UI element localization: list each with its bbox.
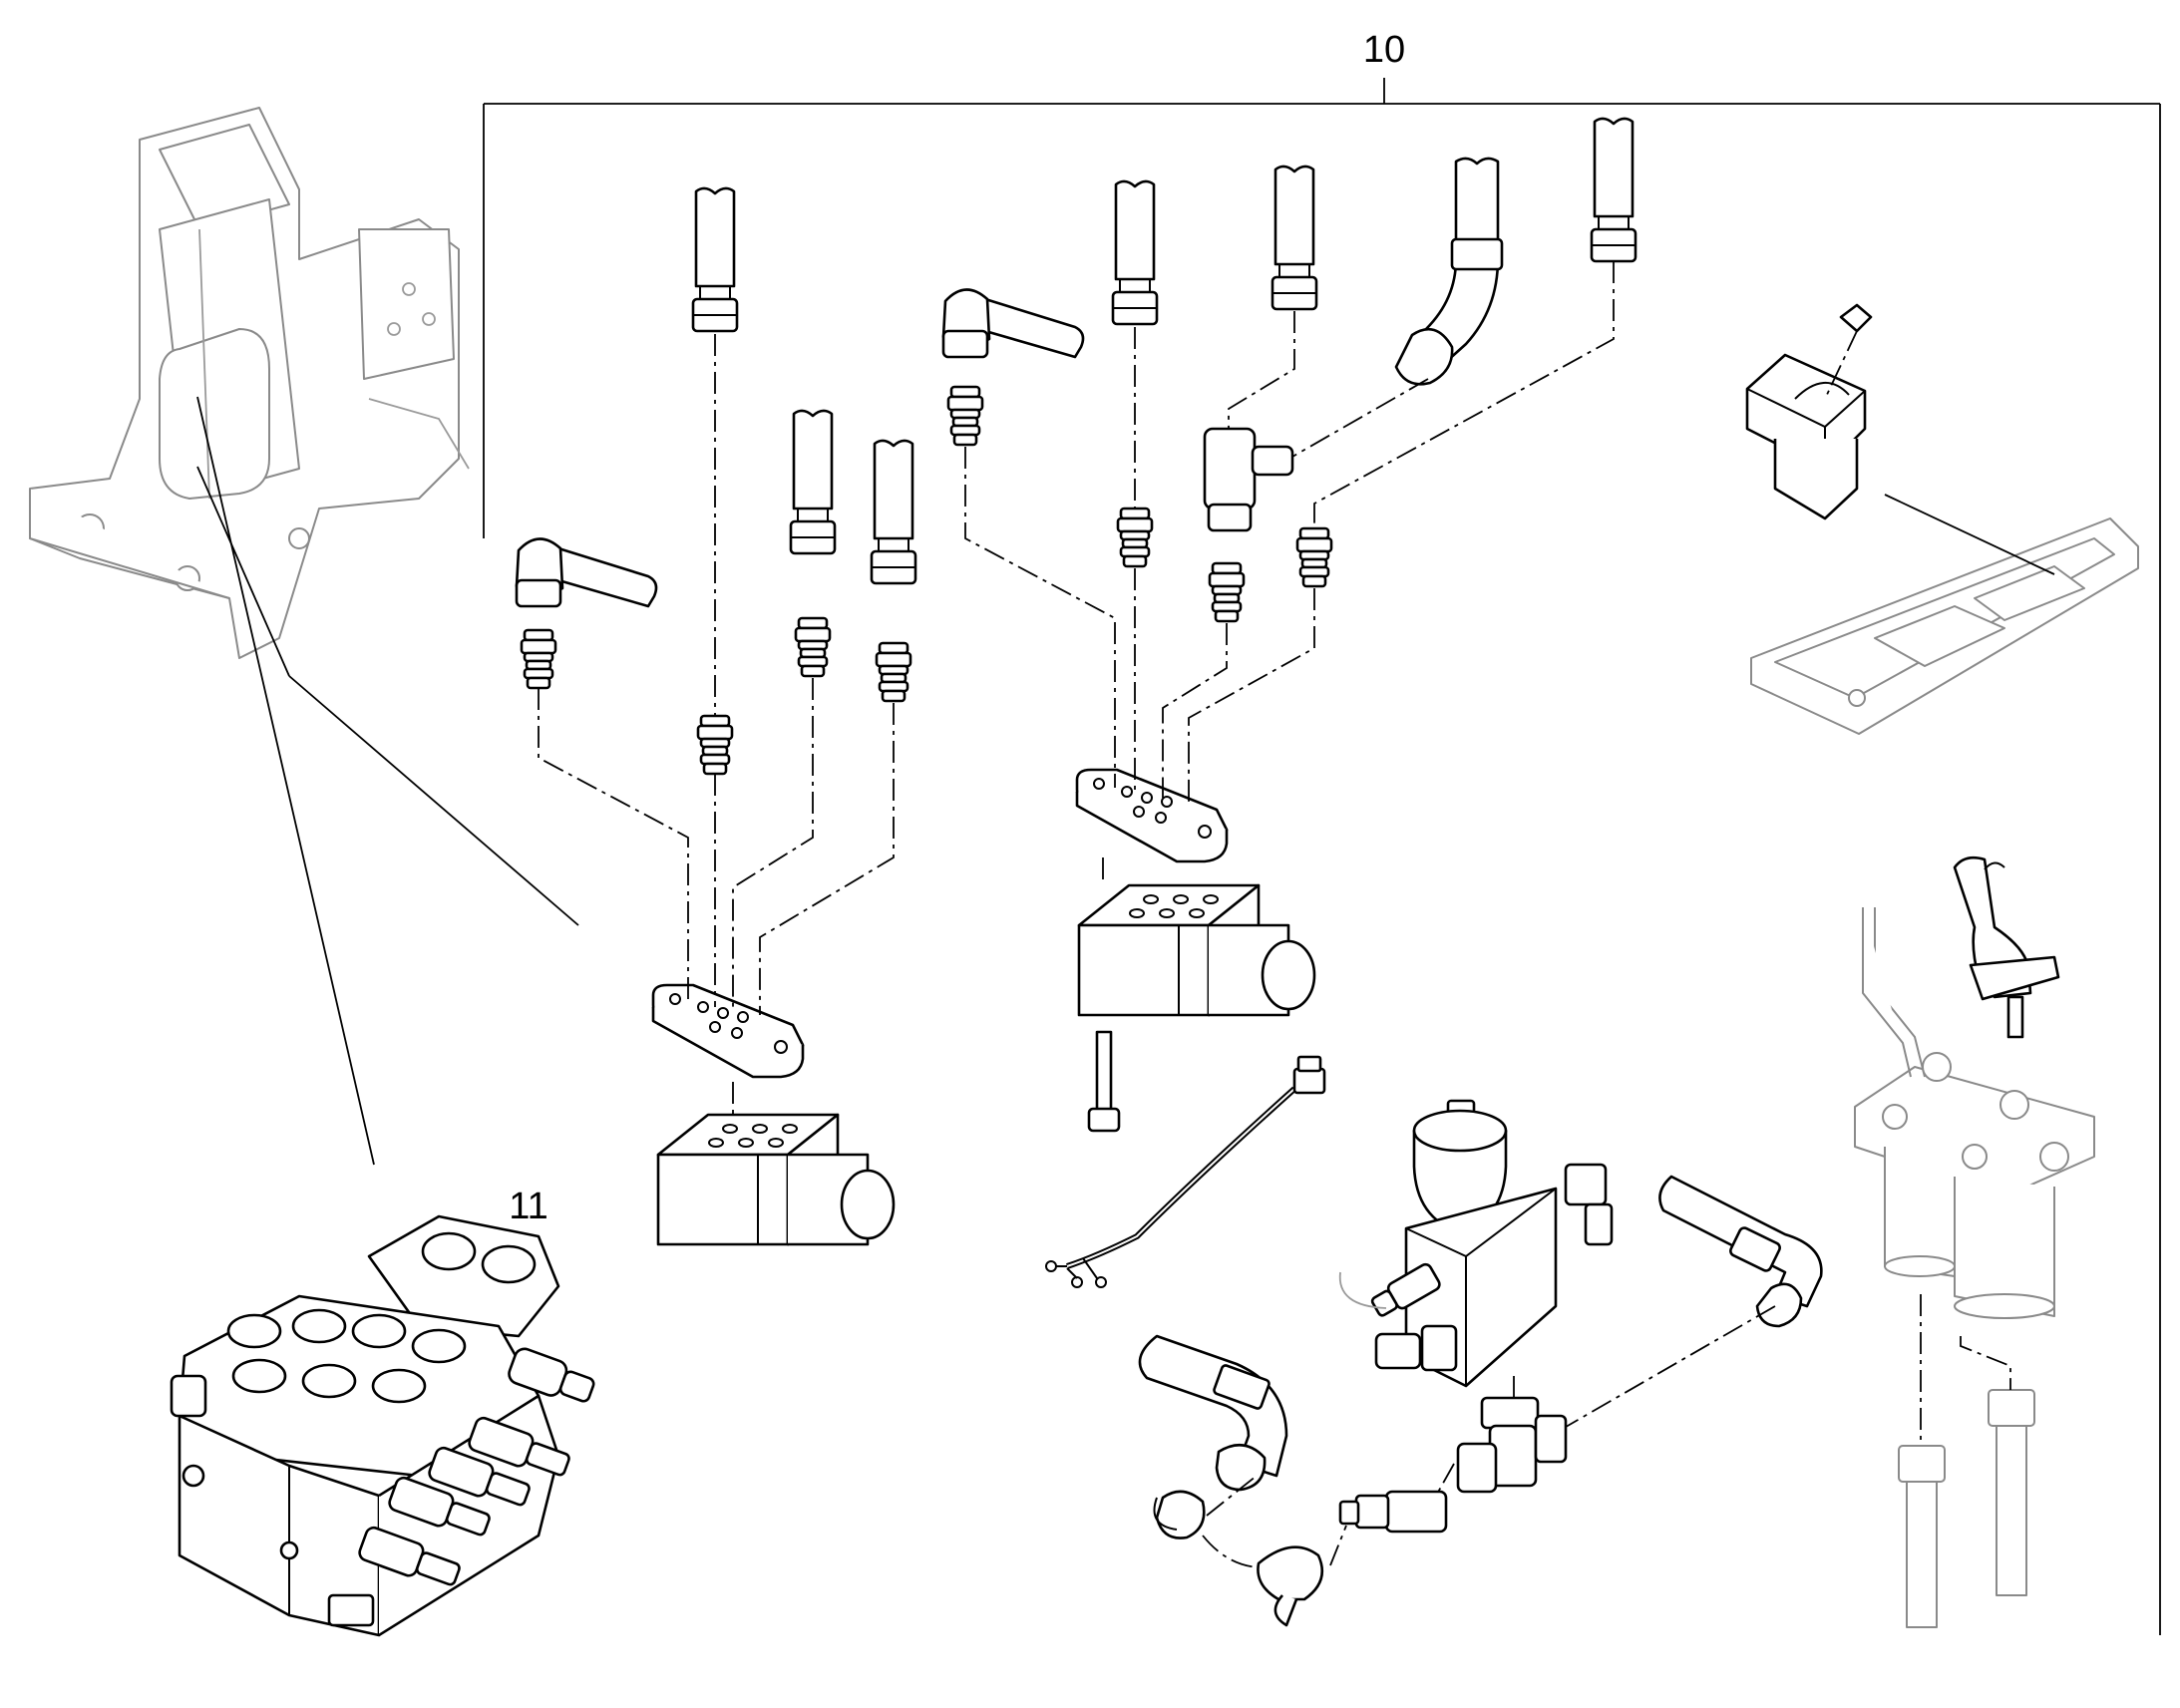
mounting-bolt [1087,1030,1121,1133]
hydraulic-hose-bent [1394,157,1504,386]
callout-kit-number: 10 [1363,29,1405,71]
pilot-control-valve-ghost [1854,907,2095,1319]
elbow-fitting [515,537,658,608]
hydraulic-hose [789,409,837,555]
pilot-hoses-ghost [1898,1294,2035,1628]
rocker-switch [1745,303,1873,520]
adapter-fitting [520,628,557,690]
manifold-plate-right [1075,768,1229,863]
assembly-lines [538,261,1615,1117]
leader-lines [196,396,579,1166]
solenoid-valve-right [1077,883,1316,1017]
hydraulic-hose [1590,117,1637,263]
adapter-fitting [1295,526,1333,588]
solenoid-valve-left [656,1113,896,1246]
manifold-plate-left [651,983,805,1079]
accumulator-valve [1338,1099,1614,1388]
hydraulic-hose [1271,165,1318,311]
callout-control-valve-number: 11 [509,1186,547,1227]
hydraulic-hose [691,186,739,333]
switch-panel-ghost [1750,494,2139,735]
elbow-fitting [941,288,1085,359]
hydraulic-hose [1111,179,1159,326]
tee-fitting-lower [1456,1376,1568,1494]
kit-bracket [483,78,2161,1635]
hydraulic-hose [870,439,917,585]
tee-fitting [1203,427,1294,532]
joystick-handle [1953,855,2060,1039]
loader-frame-ghost [29,107,470,659]
wiring-harness [1045,1055,1326,1288]
adapter-fitting [1208,561,1246,623]
hydraulic-hose-bent [1553,1175,1823,1435]
adapter-fitting [946,385,984,447]
adapter-fitting [1116,507,1154,568]
hydraulic-hose-lower [1138,1334,1347,1627]
adapter-fitting [794,616,832,678]
hydraulic-control-valve [170,1214,595,1637]
adapter-fitting [875,641,912,703]
adapter-fitting-lower [1338,1463,1455,1534]
adapter-fitting [696,714,734,776]
